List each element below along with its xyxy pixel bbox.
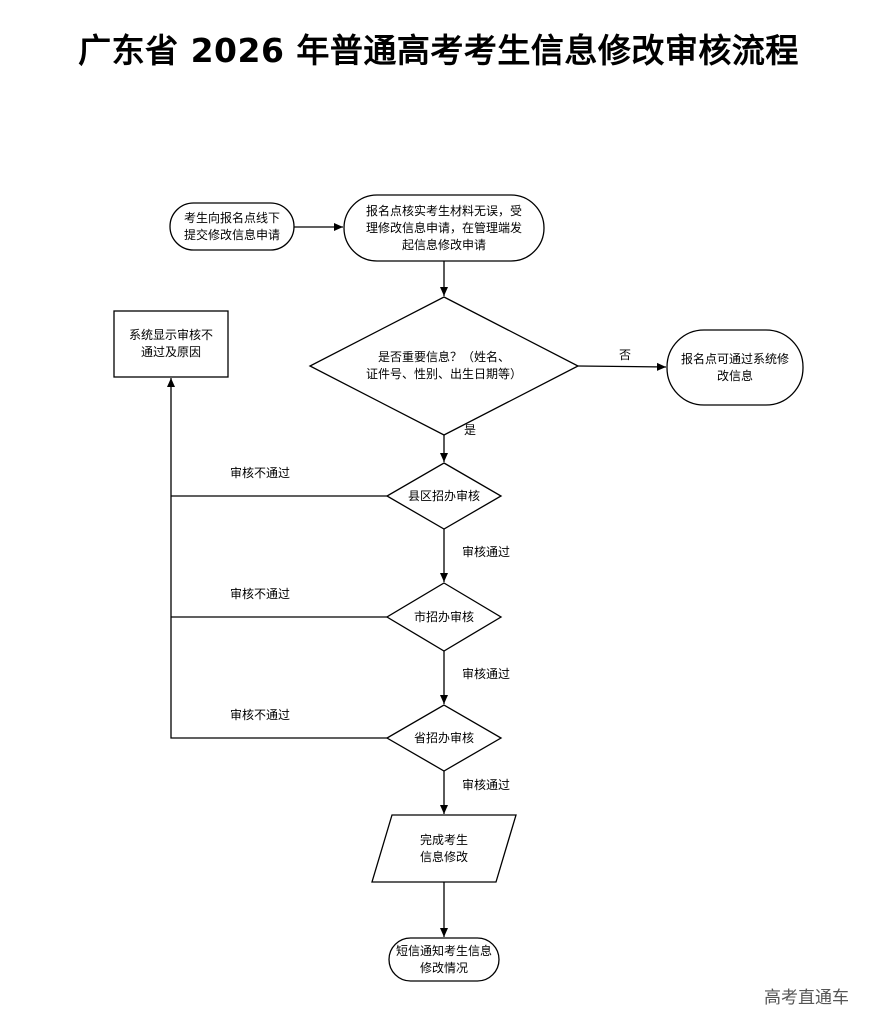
edge-important-no <box>577 362 667 371</box>
edge-label-yes: 是 <box>464 423 477 437</box>
edge-label-no: 否 <box>619 348 632 362</box>
complete-node-label: 完成考生 信息修改 <box>419 832 468 864</box>
province-review-label: 省招办审核 <box>413 730 474 745</box>
sms-node-label: 短信通知考生信息 修改情况 <box>395 943 492 975</box>
city-review-label: 市招办审核 <box>413 609 474 624</box>
important-decision-label: 是否重要信息？（姓名、 证件号、性别、出生日期等） <box>365 350 522 381</box>
show-fail-node <box>113 310 229 378</box>
edge-label-pass-province: 审核通过 <box>462 778 511 792</box>
watermark: 高考直通车 <box>764 988 849 1008</box>
edge-fail-return <box>167 378 387 739</box>
county-review-label: 县区招办审核 <box>407 488 480 503</box>
edge-label-fail-city: 审核不通过 <box>230 587 291 601</box>
verify-node-label: 报名点核实考生材料无误，受 理修改信息申请，在管理端发 起信息修改申请 <box>365 203 522 252</box>
page-title: 广东省 2026 年普通高考考生信息修改审核流程 <box>78 31 799 70</box>
edge-label-pass-county: 审核通过 <box>462 545 511 559</box>
edge-label-fail-county: 审核不通过 <box>230 466 291 480</box>
sms-node <box>388 937 500 982</box>
edge-label-fail-province: 审核不通过 <box>230 708 291 722</box>
edge-label-pass-city: 审核通过 <box>462 667 511 681</box>
complete-node <box>371 814 517 883</box>
start-node-label: 考生向报名点线下 提交修改信息申请 <box>183 210 280 242</box>
direct-modify-label: 报名点可通过系统修 改信息 <box>680 351 789 383</box>
direct-modify-node <box>666 329 804 406</box>
show-fail-label: 系统显示审核不 通过及原因 <box>128 328 213 359</box>
